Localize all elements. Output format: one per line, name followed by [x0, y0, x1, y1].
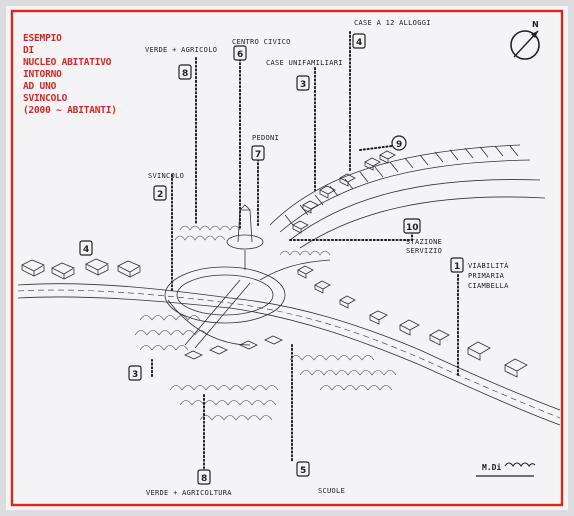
signature: M.Di: [476, 462, 536, 477]
leader-lines: [151, 31, 459, 469]
title-line: ESEMPIO: [23, 33, 62, 44]
title-line: DI: [23, 45, 34, 56]
callout-number: 7: [255, 150, 261, 160]
title-line: INTORNO: [23, 69, 62, 80]
callout-8b: 8 VERDE + AGRICOLTURA: [146, 469, 232, 497]
callout-number: 4: [356, 38, 362, 48]
callout-4b: 4: [79, 240, 93, 256]
callout-3: CASE UNIFAMILIARI 3: [266, 59, 343, 91]
callout-number: 10: [406, 223, 419, 233]
title-line: NUCLEO ABITATIVO: [23, 57, 112, 68]
callout-number: 9: [396, 140, 402, 150]
callout-label: CENTRO CIVICO: [232, 38, 291, 46]
title-line: SVINCOLO: [23, 93, 68, 104]
callout-6: CENTRO CIVICO 6: [232, 38, 291, 61]
paper: [6, 6, 568, 510]
callout-number: 3: [132, 370, 138, 380]
callout-label: VERDE + AGRICOLTURA: [146, 489, 232, 497]
callout-number: 3: [300, 80, 306, 90]
callout-5: 5 SCUOLE: [296, 461, 345, 495]
callout-number: 6: [237, 50, 243, 60]
callout-number: 1: [454, 262, 460, 272]
landscape-sketch: [17, 144, 561, 426]
callout-3b: 3: [128, 365, 142, 381]
callout-8: VERDE + AGRICOLO 8: [145, 46, 217, 80]
callout-label: SCUOLE: [318, 487, 345, 495]
callout-label: CASE A 12 ALLOGGI: [354, 19, 431, 27]
callout-number: 5: [300, 466, 306, 476]
north-arrow-icon: N: [510, 20, 540, 60]
signature-text: M.Di: [482, 462, 501, 472]
north-label: N: [532, 20, 539, 29]
callout-label: CASE UNIFAMILIARI: [266, 59, 343, 67]
callout-number: 8: [182, 69, 188, 79]
callout-number: 2: [157, 190, 163, 200]
title-block: ESEMPIO DI NUCLEO ABITATIVO INTORNO AD U…: [23, 33, 117, 116]
callout-9: 9: [391, 135, 407, 151]
callout-2: SVINCOLO 2: [148, 172, 184, 201]
callout-label: VERDE + AGRICOLO: [145, 46, 217, 54]
callout-7: PEDONI 7: [251, 134, 279, 161]
callout-4: CASE A 12 ALLOGGI 4: [352, 19, 431, 49]
callout-label: PEDONI: [252, 134, 279, 142]
title-line: AD UNO: [23, 81, 57, 92]
title-line: (2000 ~ ABITANTI): [23, 105, 117, 116]
leader-9: [359, 145, 393, 151]
callout-number: 8: [201, 474, 207, 484]
red-frame: [10, 9, 564, 507]
callout-label: SVINCOLO: [148, 172, 184, 180]
callout-number: 4: [83, 245, 89, 255]
